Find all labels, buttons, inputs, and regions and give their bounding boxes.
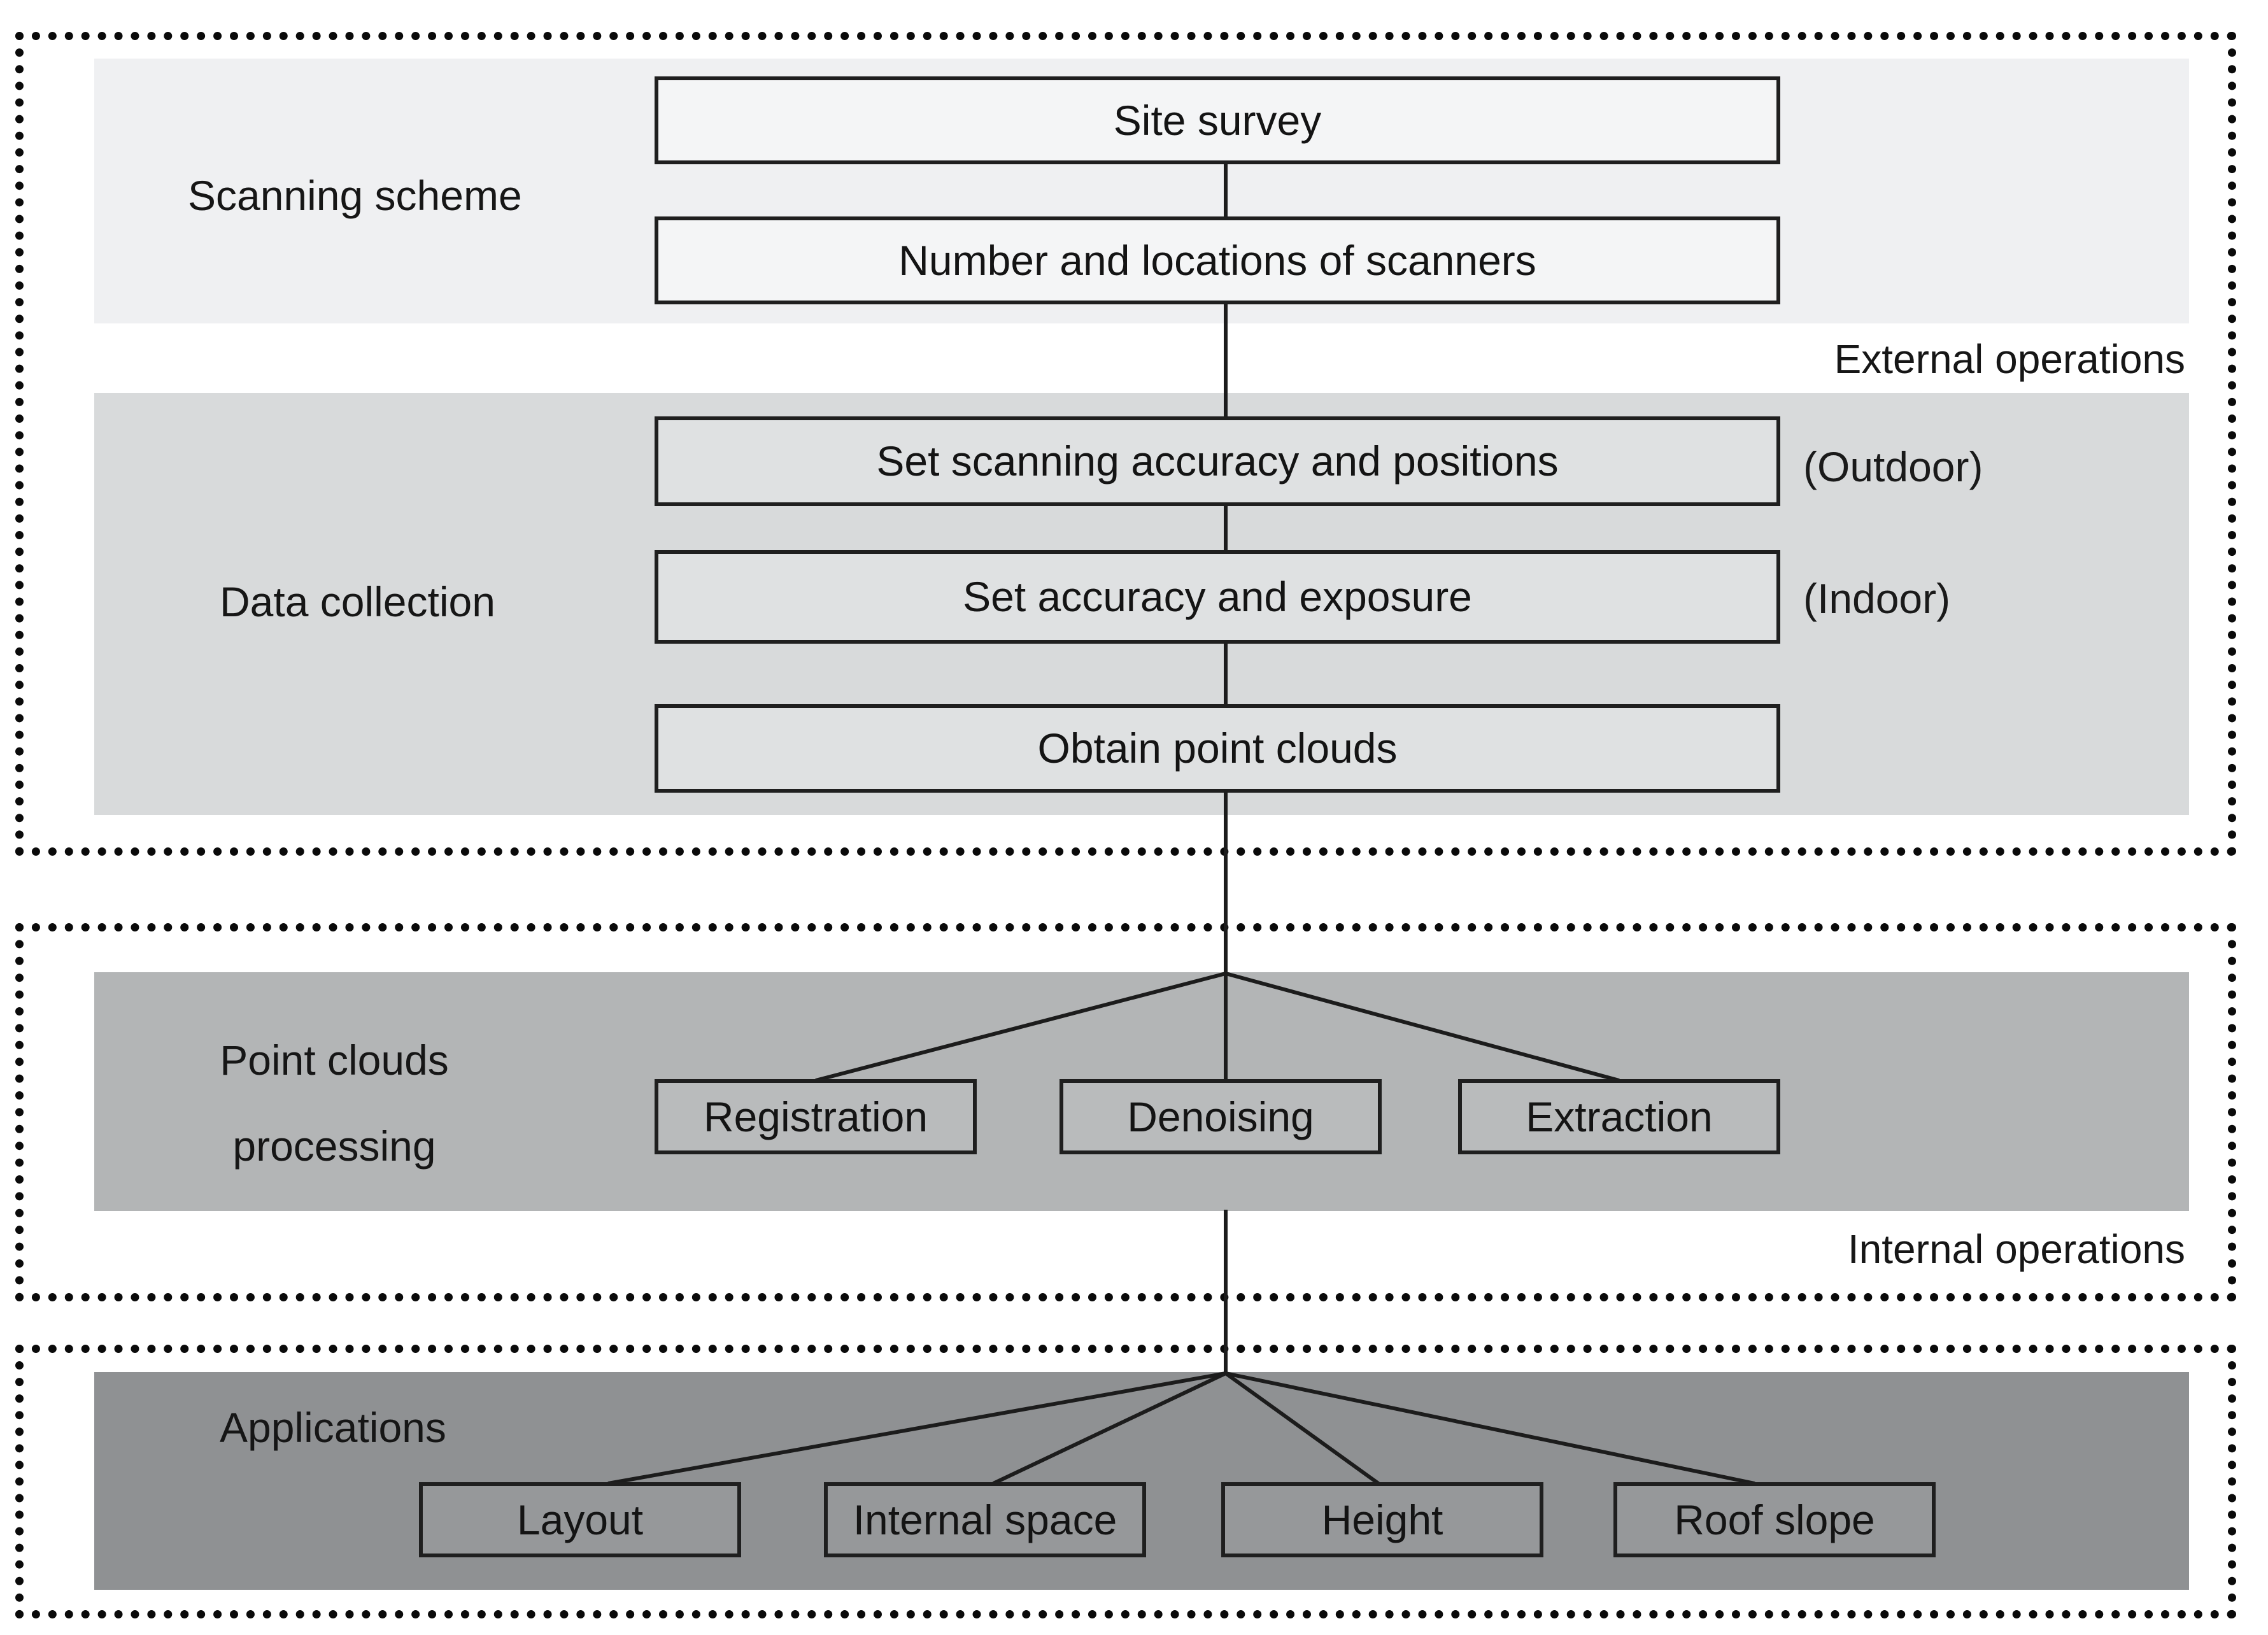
dotted-group-applications (15, 1345, 2236, 1618)
node-label: Height (1321, 1496, 1443, 1543)
node-label: Set accuracy and exposure (963, 573, 1472, 621)
edge-apex-to-registration (815, 972, 1226, 1082)
node-site-survey: Site survey (655, 76, 1780, 164)
label-external-operations: External operations (1834, 336, 2185, 382)
node-number-and-locations: Number and locations of scanners (655, 216, 1780, 304)
tag-indoor: (Indoor) (1803, 575, 1951, 622)
node-height: Height (1221, 1482, 1543, 1557)
label-internal-operations: Internal operations (1847, 1226, 2185, 1272)
label-point-clouds-processing: Point clouds processing (210, 1037, 458, 1170)
label-point-clouds-line1: Point clouds (220, 1037, 449, 1084)
node-layout: Layout (419, 1482, 741, 1557)
node-label: Set scanning accuracy and positions (876, 437, 1559, 485)
node-label: Roof slope (1674, 1496, 1875, 1543)
edge-apex-to-internal-space (992, 1371, 1227, 1485)
node-label: Layout (516, 1496, 644, 1543)
node-registration: Registration (655, 1079, 977, 1154)
edge-apex-to-height (1224, 1371, 1380, 1485)
edge-apex-to-roof-slope (1225, 1371, 1755, 1485)
tag-outdoor: (Outdoor) (1803, 443, 1983, 490)
node-extraction: Extraction (1458, 1079, 1780, 1154)
node-label: Site survey (1113, 96, 1322, 144)
node-roof-slope: Roof slope (1613, 1482, 1936, 1557)
label-point-clouds-line2: processing (232, 1122, 436, 1170)
node-obtain-point-clouds: Obtain point clouds (655, 704, 1780, 793)
label-scanning-scheme: Scanning scheme (188, 172, 522, 219)
dotted-group-internal-operations (15, 923, 2236, 1301)
edge-apex-to-extraction (1225, 972, 1620, 1082)
edge-apex-to-layout (607, 1371, 1226, 1485)
node-label: Obtain point clouds (1037, 725, 1398, 772)
node-label: Registration (703, 1093, 928, 1140)
dotted-group-external-operations (15, 32, 2236, 856)
node-denoising: Denoising (1060, 1079, 1382, 1154)
node-label: Extraction (1526, 1093, 1713, 1140)
node-internal-space: Internal space (824, 1482, 1146, 1557)
label-data-collection: Data collection (220, 578, 495, 625)
node-set-accuracy-exposure: Set accuracy and exposure (655, 550, 1780, 644)
node-label: Internal space (853, 1496, 1117, 1543)
node-set-scanning-accuracy: Set scanning accuracy and positions (655, 416, 1780, 506)
label-applications: Applications (220, 1404, 446, 1451)
node-label: Number and locations of scanners (898, 236, 1536, 284)
node-label: Denoising (1127, 1093, 1314, 1140)
